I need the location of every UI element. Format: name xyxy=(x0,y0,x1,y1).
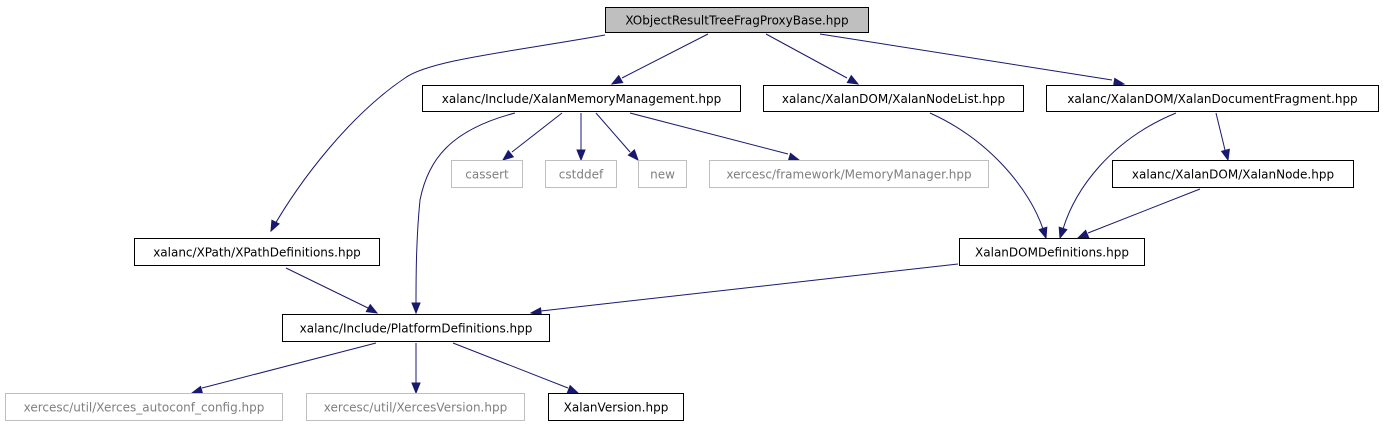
edge-line xyxy=(621,33,709,79)
arrowhead xyxy=(411,382,421,395)
node-xalanver[interactable]: XalanVersion.hpp xyxy=(548,393,684,421)
node-domdefs[interactable]: XalanDOMDefinitions.hpp xyxy=(959,238,1145,266)
node-box xyxy=(306,393,525,421)
arrowhead xyxy=(627,148,639,162)
arrowhead xyxy=(501,149,515,161)
node-cassert[interactable]: cassert xyxy=(451,160,523,188)
edge-platdefs-to-autoconf xyxy=(190,342,377,395)
node-box xyxy=(422,85,741,112)
node-label: xalanc/XPath/XPathDefinitions.hpp xyxy=(153,246,361,260)
node-label: cassert xyxy=(465,168,509,182)
node-xalannode[interactable]: xalanc/XalanDOM/XalanNode.hpp xyxy=(1112,160,1354,188)
edge-memmgmt-to-cassert xyxy=(501,112,563,161)
node-cstddef[interactable]: cstddef xyxy=(545,160,617,188)
edge-xalannode-to-domdefs xyxy=(1076,188,1201,239)
node-box xyxy=(638,160,687,188)
node-box xyxy=(763,85,1024,112)
edge-line xyxy=(201,342,377,389)
edge-xpathdefs-to-platdefs xyxy=(285,267,379,314)
edge-line xyxy=(1215,112,1226,151)
node-box xyxy=(282,314,550,342)
node-label: xalanc/Include/XalanMemoryManagement.hpp xyxy=(442,92,722,106)
edge-memmgmt-to-memmgr xyxy=(629,112,801,162)
node-root[interactable]: XObjectResultTreeFragProxyBase.hpp xyxy=(605,7,869,33)
node-label: xalanc/XalanDOM/XalanNode.hpp xyxy=(1132,168,1334,182)
edge-line xyxy=(1062,112,1177,230)
arrowhead xyxy=(1038,226,1048,240)
arrowhead xyxy=(610,74,624,85)
node-box xyxy=(451,160,523,188)
edge-root-to-docfrag xyxy=(819,33,1126,88)
arrowhead xyxy=(787,152,801,162)
node-box xyxy=(709,160,989,188)
edge-line xyxy=(929,112,1044,230)
node-label: xalanc/XalanDOM/XalanDocumentFragment.hp… xyxy=(1067,92,1357,106)
node-xpathdefs[interactable]: xalanc/XPath/XPathDefinitions.hpp xyxy=(134,238,380,266)
node-label: XalanDOMDefinitions.hpp xyxy=(975,246,1129,260)
node-label: xercesc/util/XercesVersion.hpp xyxy=(324,401,507,415)
edge-memmgmt-to-platdefs xyxy=(411,112,516,315)
edge-platdefs-to-xercesver xyxy=(411,343,421,395)
edge-line xyxy=(415,112,516,306)
edge-memmgmt-to-new xyxy=(595,112,639,162)
arrowhead xyxy=(566,384,580,394)
node-xercesver[interactable]: xercesc/util/XercesVersion.hpp xyxy=(306,393,525,421)
node-box xyxy=(1112,160,1354,188)
node-box xyxy=(605,7,869,33)
edge-docfrag-to-domdefs xyxy=(1058,112,1177,240)
node-label: xercesc/util/Xerces_autoconf_config.hpp xyxy=(24,401,265,415)
node-label: xalanc/XalanDOM/XalanNodeList.hpp xyxy=(782,92,1005,106)
nodes-layer: XObjectResultTreeFragProxyBase.hpp xalanc… xyxy=(5,7,1379,421)
node-autoconf[interactable]: xercesc/util/Xerces_autoconf_config.hpp xyxy=(5,393,283,421)
node-box xyxy=(134,238,380,266)
arrowhead xyxy=(1220,148,1230,162)
edge-line xyxy=(270,34,606,232)
node-new[interactable]: new xyxy=(638,160,687,188)
arrowhead xyxy=(1058,226,1068,240)
edge-line xyxy=(540,263,959,312)
node-nodelist[interactable]: xalanc/XalanDOM/XalanNodeList.hpp xyxy=(763,85,1024,112)
edges-layer xyxy=(190,33,1230,395)
edge-docfrag-to-xalannode xyxy=(1215,112,1230,162)
edge-nodelist-to-domdefs xyxy=(929,112,1048,240)
edge-line xyxy=(819,33,1113,81)
node-box xyxy=(1046,85,1379,112)
edge-line xyxy=(511,112,563,153)
edge-memmgmt-to-cstddef xyxy=(576,113,586,162)
edge-line xyxy=(285,267,369,309)
edge-domdefs-to-platdefs xyxy=(529,263,959,317)
arrowhead xyxy=(576,149,586,162)
node-label: XObjectResultTreeFragProxyBase.hpp xyxy=(625,14,848,28)
node-memmgr[interactable]: xercesc/framework/MemoryManager.hpp xyxy=(709,160,989,188)
edge-line xyxy=(595,112,631,153)
node-label: xercesc/framework/MemoryManager.hpp xyxy=(726,168,971,182)
node-label: xalanc/Include/PlatformDefinitions.hpp xyxy=(300,322,533,336)
node-box xyxy=(5,393,283,421)
arrowhead xyxy=(270,219,280,233)
node-box xyxy=(545,160,617,188)
arrowhead xyxy=(411,302,421,315)
edge-platdefs-to-xalanver xyxy=(452,342,580,394)
node-memmgmt[interactable]: xalanc/Include/XalanMemoryManagement.hpp xyxy=(422,85,741,112)
edge-root-to-nodelist xyxy=(765,33,860,85)
node-box xyxy=(548,393,684,421)
edge-line xyxy=(1087,188,1201,234)
edge-root-to-memmgmt xyxy=(610,33,709,85)
node-docfrag[interactable]: xalanc/XalanDOM/XalanDocumentFragment.hp… xyxy=(1046,85,1379,112)
arrowhead xyxy=(365,303,379,314)
node-label: new xyxy=(650,168,675,182)
arrowhead xyxy=(1076,229,1090,239)
edge-line xyxy=(765,33,848,79)
node-label: cstddef xyxy=(559,168,604,182)
edge-line xyxy=(629,112,789,155)
node-platdefs[interactable]: xalanc/Include/PlatformDefinitions.hpp xyxy=(282,314,550,342)
node-label: XalanVersion.hpp xyxy=(564,401,669,415)
node-box xyxy=(959,238,1145,266)
edge-root-to-xpathdefs xyxy=(270,34,606,233)
arrowhead xyxy=(190,385,204,395)
arrowhead xyxy=(846,74,860,85)
edge-line xyxy=(452,342,569,389)
